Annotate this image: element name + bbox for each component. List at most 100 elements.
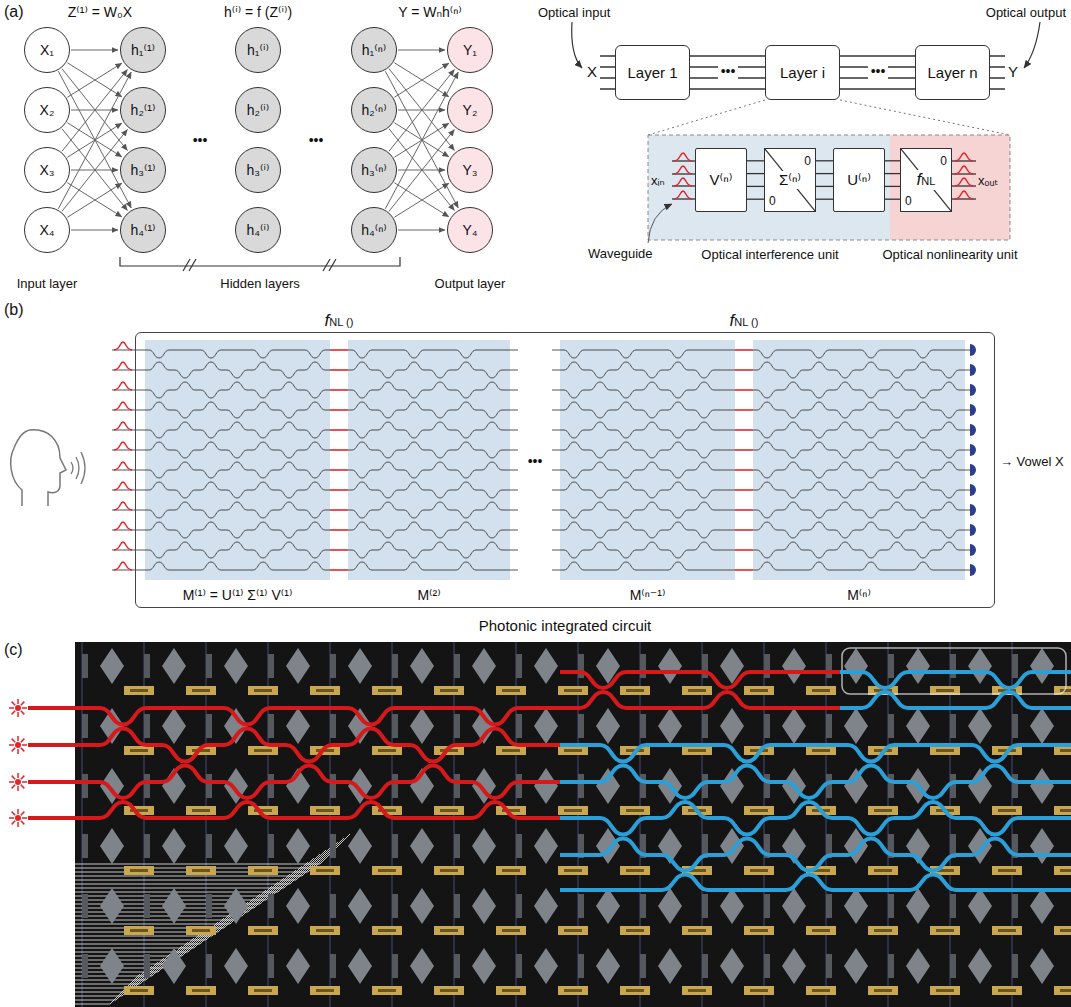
via-strip (1012, 894, 1018, 918)
laser-ray (21, 812, 25, 816)
connector-line (330, 549, 348, 551)
blue-waveguide (560, 766, 1071, 799)
laser-ray (17, 809, 19, 814)
via-strip (1012, 774, 1018, 798)
label-holder: h⁽ⁱ⁾ = f (Z⁽ⁱ⁾) (224, 3, 292, 21)
optical-pulse (955, 166, 973, 174)
connector-line (735, 489, 753, 491)
via-strip (702, 894, 708, 918)
caption-holder: M⁽ⁿ⁻¹⁾ (560, 586, 735, 604)
phase-shifter-pad (162, 708, 186, 744)
phase-shifter-pad (286, 708, 310, 744)
panel-letter: (c) (4, 640, 23, 659)
connector-line (330, 489, 348, 491)
heater (558, 926, 588, 935)
laser-ray (12, 785, 16, 789)
phase-shifter-pad (534, 648, 558, 684)
connector-line (394, 63, 448, 97)
via-strip (330, 954, 336, 978)
via-strip (82, 714, 88, 738)
optical-pulse (674, 178, 692, 186)
phase-shifter-pad (410, 948, 434, 984)
mzi-waveguide (348, 502, 510, 518)
label-holder: Input layer (17, 274, 78, 292)
laser-ray (21, 785, 25, 789)
phase-shifter-pad (906, 708, 930, 744)
via-strip (268, 954, 274, 978)
heater-core (316, 929, 334, 932)
phase-shifter-pad (720, 708, 744, 744)
box-label: Layer 1 (627, 64, 677, 81)
heater (1054, 926, 1071, 935)
connector (840, 56, 915, 89)
via-strip (144, 654, 150, 678)
heater (248, 986, 278, 995)
unit-caption: Optical interference unit (701, 247, 838, 263)
laser-ray (17, 712, 19, 717)
via-strip (888, 714, 894, 738)
heater-core (254, 989, 272, 992)
connector (385, 71, 458, 208)
photodetector (970, 424, 976, 436)
photonic-chip-box: Photonic integrated circuitM⁽¹⁾ = U⁽¹⁾ Σ… (135, 332, 995, 638)
laser-source (15, 705, 21, 711)
via-strip (764, 894, 770, 918)
phase-shifter-pad (100, 888, 124, 924)
connector (71, 50, 118, 51)
connector-line (735, 349, 753, 351)
optical-pulse (114, 502, 132, 510)
heater-core (626, 869, 644, 872)
phase-shifter-pad (1030, 888, 1054, 924)
connector-line (735, 369, 753, 371)
label-holder: fNL () (730, 311, 759, 331)
laser-ray (12, 748, 16, 752)
laser-ray (22, 781, 27, 783)
laser-ray (17, 699, 19, 704)
via-strip (82, 954, 88, 978)
red-waveguide (560, 672, 840, 688)
heater (620, 866, 650, 875)
via-strip (206, 894, 212, 918)
neuron-label: h₁⁽¹⁾ (131, 42, 155, 58)
phase-shifter-pad (906, 888, 930, 924)
blue-waveguide (560, 802, 1071, 835)
neuron-label: h₃⁽ⁿ⁾ (361, 162, 386, 178)
via-strip (454, 834, 460, 858)
zoom-box (648, 135, 1010, 240)
phase-shifter-pad (596, 888, 620, 924)
photodetector (970, 344, 976, 356)
zoom-line (648, 100, 1010, 135)
waveguide (965, 450, 970, 451)
heater-core (812, 749, 830, 752)
label-holder: (c) (4, 640, 23, 659)
heater-core (254, 929, 272, 932)
equation: Z⁽¹⁾ = W₀X (68, 4, 132, 21)
mzi-waveguide (753, 362, 965, 378)
mzi-waveguide (753, 402, 965, 418)
connector (389, 70, 454, 152)
connector-line (735, 389, 753, 391)
layer-box: Layer i (765, 45, 840, 100)
label-holder: ••• (718, 62, 739, 80)
waveguide (510, 470, 518, 471)
via-strip (268, 714, 274, 738)
ellipsis: ••• (309, 132, 324, 149)
label-holder: Y (1008, 63, 1018, 81)
laser-ray (12, 739, 16, 743)
mzi-waveguide (145, 522, 330, 538)
heater-core (564, 869, 582, 872)
via-strip (268, 774, 274, 798)
mzi-waveguide (560, 542, 735, 558)
heater-core (378, 689, 396, 692)
heater-core (130, 689, 148, 692)
via-strip (516, 654, 522, 678)
via-strip (454, 774, 460, 798)
heater (248, 926, 278, 935)
connector-line (885, 173, 900, 174)
heater (868, 926, 898, 935)
phase-shifter-pad (658, 648, 682, 684)
phase-shifter-pad (348, 948, 372, 984)
via-strip (764, 954, 770, 978)
hidden-neuron: h₄⁽ⁿ⁾ (351, 207, 397, 253)
phase-shifter-pad (224, 828, 248, 864)
